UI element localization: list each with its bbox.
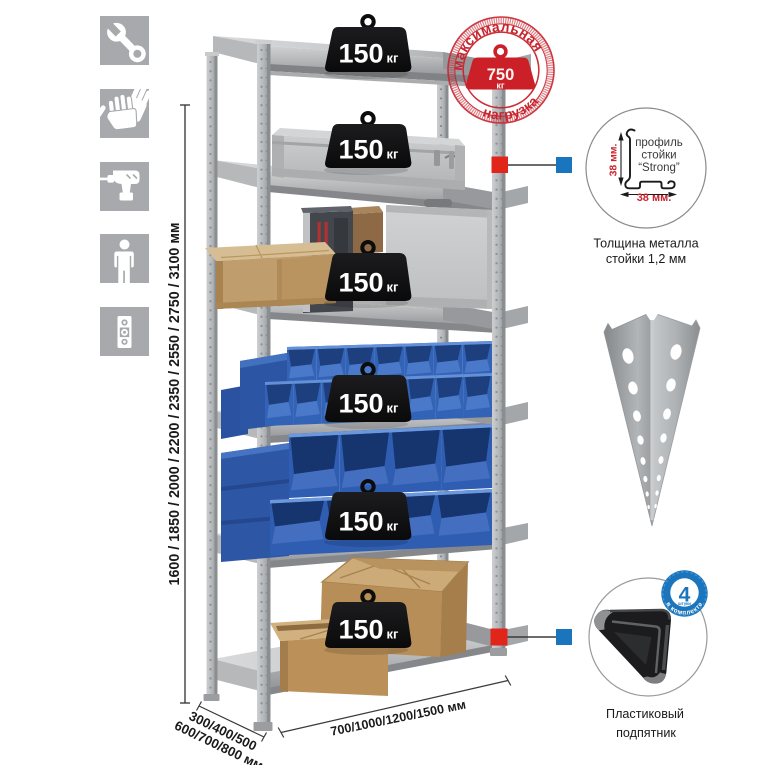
svg-text:150: 150	[338, 39, 383, 69]
svg-text:кг: кг	[387, 147, 400, 162]
svg-text:кг: кг	[496, 81, 505, 91]
svg-text:стойки 1,2 мм: стойки 1,2 мм	[606, 252, 686, 266]
svg-text:профиль: профиль	[635, 137, 683, 149]
svg-text:150: 150	[338, 135, 383, 165]
svg-text:150: 150	[338, 268, 383, 298]
svg-text:Пластиковый: Пластиковый	[606, 707, 684, 721]
svg-text:150: 150	[338, 389, 383, 419]
svg-text:Толщина металла: Толщина металла	[593, 237, 698, 251]
svg-text:150: 150	[338, 507, 383, 537]
svg-text:кг: кг	[387, 519, 400, 534]
svg-text:4: 4	[679, 584, 691, 607]
svg-text:38 мм.: 38 мм.	[637, 192, 672, 204]
svg-text:кг: кг	[387, 627, 400, 642]
svg-text:1600 / 1850 / 2000 / 2200 / 23: 1600 / 1850 / 2000 / 2200 / 2350 / 2550 …	[167, 223, 183, 586]
svg-text:кг: кг	[387, 401, 400, 416]
svg-text:стойки: стойки	[641, 150, 676, 162]
svg-text:кг: кг	[387, 51, 400, 66]
svg-text:150: 150	[338, 615, 383, 645]
svg-text:штуки: штуки	[678, 601, 691, 606]
svg-text:кг: кг	[387, 280, 400, 295]
svg-text:подпятник: подпятник	[616, 726, 676, 740]
svg-text:38 мм.: 38 мм.	[609, 144, 620, 177]
svg-text:750: 750	[487, 66, 515, 84]
svg-text:“Strong”: “Strong”	[638, 162, 680, 174]
